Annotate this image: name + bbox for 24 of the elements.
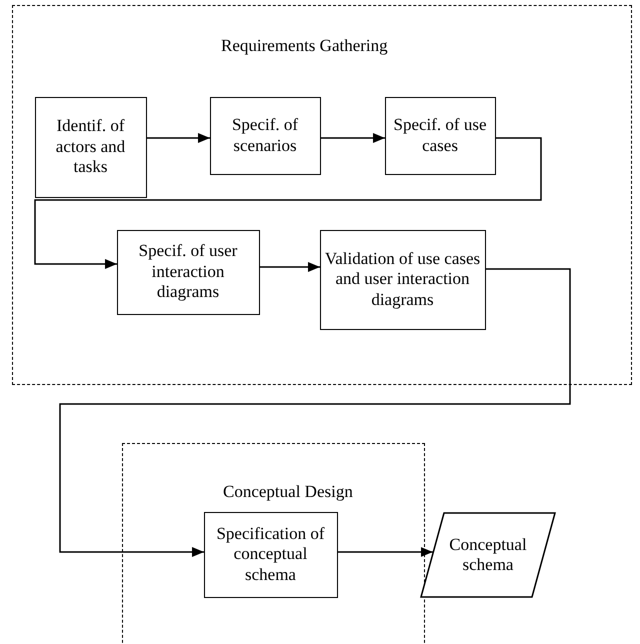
arrow (59, 268, 571, 557)
process-box (384, 96, 496, 174)
process-box (34, 96, 146, 198)
node-label: Specif. of use cases (392, 115, 488, 156)
process-box (320, 230, 486, 330)
group-title: Requirements Gathering (221, 36, 388, 56)
dashed-group-box (122, 443, 425, 644)
node-label: Specif. of user interaction diagrams (138, 241, 238, 303)
node-label: Identif. of actors and tasks (54, 116, 126, 178)
process-box (204, 512, 338, 598)
node-label: Validation of use cases and user interaction diagrams (324, 248, 482, 310)
arrow (147, 133, 210, 143)
node-label: Specif. of scenarios (230, 115, 300, 156)
arrow (321, 133, 385, 143)
process-box (116, 230, 260, 314)
data-parallelogram (420, 512, 556, 598)
arrow (338, 547, 433, 557)
process-box (210, 96, 320, 174)
dashed-group-box (12, 5, 632, 385)
node-label: Conceptual schema (448, 534, 528, 576)
arrow (34, 137, 542, 269)
group-title: Conceptual Design (223, 482, 353, 502)
arrow (260, 262, 320, 272)
node-label: Specification of conceptual schema (215, 524, 326, 586)
